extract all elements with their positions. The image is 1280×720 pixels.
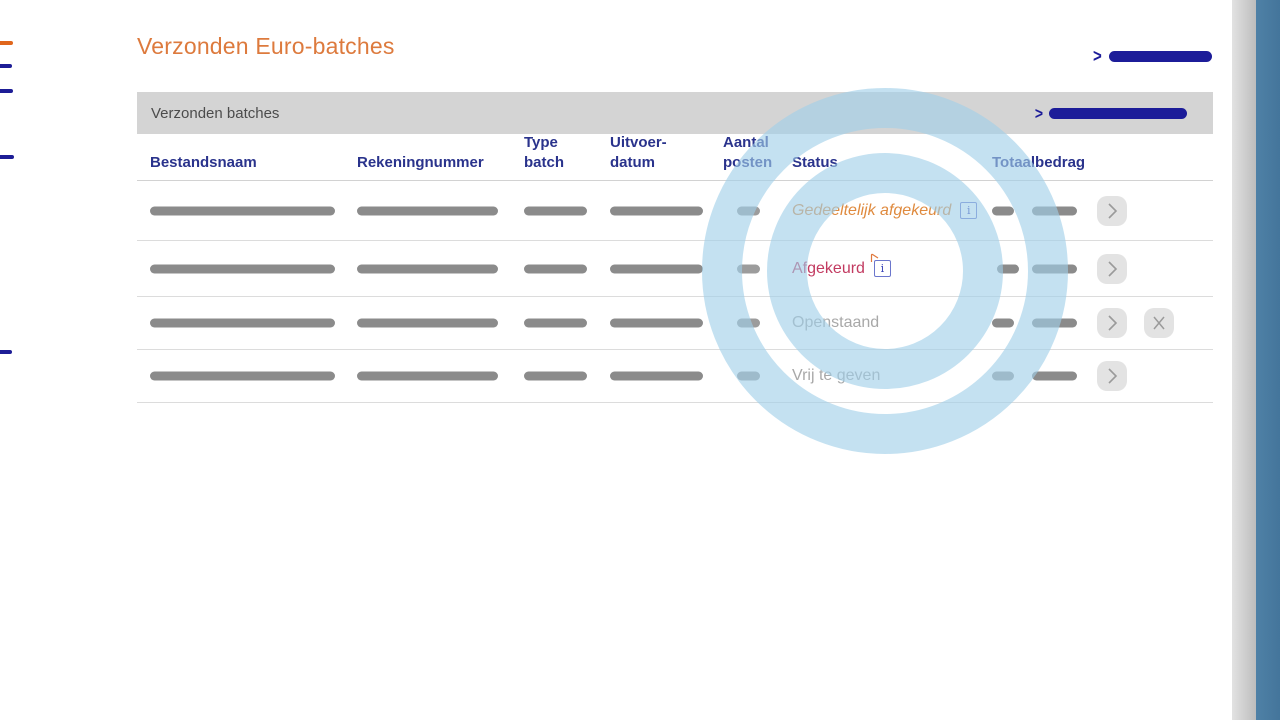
row-detail-button[interactable]	[1097, 253, 1127, 284]
totaalbedrag-placeholder	[997, 264, 1019, 273]
nav-item-bar[interactable]	[0, 155, 14, 159]
redacted-link-text	[1049, 107, 1187, 119]
chevron-right-icon: >	[1034, 103, 1043, 123]
table-row: Gedeeltelijk afgekeurd i	[137, 181, 1213, 241]
totaalbedrag-placeholder	[1032, 318, 1077, 328]
uitvoerdatum-placeholder	[610, 371, 703, 381]
row-cancel-button[interactable]	[1144, 308, 1174, 338]
rekeningnummer-placeholder	[357, 206, 498, 215]
nav-item-bar[interactable]	[0, 41, 13, 45]
totaalbedrag-placeholder	[992, 318, 1014, 328]
uitvoerdatum-placeholder	[610, 318, 703, 328]
aantal-posten-placeholder	[737, 206, 760, 215]
table-body: Gedeeltelijk afgekeurd i	[137, 181, 1213, 403]
info-icon[interactable]: i	[870, 253, 891, 277]
nav-item-bar[interactable]	[0, 350, 12, 354]
aantal-posten-placeholder	[737, 318, 760, 328]
status-text: Afgekeurd	[792, 259, 865, 277]
type-batch-placeholder	[524, 318, 587, 328]
page-edge-gray	[1232, 0, 1256, 720]
type-batch-placeholder	[524, 371, 587, 381]
page-edge-blue	[1256, 0, 1280, 720]
status-cell: Gedeeltelijk afgekeurd i	[792, 201, 978, 220]
redacted-link-text	[1108, 51, 1212, 62]
col-totaalbedrag: Totaalbedrag	[992, 153, 1086, 171]
bestandsnaam-placeholder	[150, 264, 335, 273]
row-detail-button[interactable]	[1097, 308, 1127, 338]
page-title: Verzonden Euro-batches	[137, 33, 395, 59]
rekeningnummer-placeholder	[357, 371, 498, 381]
col-status: Status	[792, 153, 838, 171]
table-row: Openstaand	[137, 297, 1213, 350]
status-text: Gedeeltelijk afgekeurd	[792, 201, 952, 219]
status-cell: Afgekeurd i	[792, 253, 891, 278]
nav-item-bar[interactable]	[0, 89, 13, 93]
status-text: Openstaand	[792, 314, 880, 331]
status-cell: Vrij te geven	[792, 367, 880, 385]
section-title: Verzonden batches	[151, 104, 280, 122]
chevron-right-icon	[1108, 202, 1118, 219]
chevron-right-icon: >	[1093, 45, 1102, 68]
type-batch-placeholder	[524, 264, 587, 273]
chevron-right-icon	[1108, 260, 1118, 277]
uitvoerdatum-placeholder	[610, 206, 703, 215]
aantal-posten-placeholder	[737, 371, 760, 381]
totaalbedrag-placeholder	[1032, 264, 1077, 273]
totaalbedrag-placeholder	[992, 371, 1014, 381]
bestandsnaam-placeholder	[150, 206, 335, 215]
bestandsnaam-placeholder	[150, 371, 335, 381]
chevron-right-icon	[1108, 315, 1118, 331]
x-icon	[1153, 316, 1165, 330]
totaalbedrag-placeholder	[1032, 206, 1077, 215]
aantal-posten-placeholder	[737, 264, 760, 273]
status-text: Vrij te geven	[792, 367, 881, 384]
col-bestandsnaam: Bestandsnaam	[150, 153, 257, 171]
totaalbedrag-placeholder	[1032, 371, 1077, 381]
totaalbedrag-placeholder	[992, 206, 1014, 215]
col-type-batch: Type batch	[524, 133, 565, 171]
alert-flag-icon	[870, 253, 879, 262]
status-cell: Openstaand	[792, 314, 879, 332]
table-row: Vrij te geven	[137, 350, 1213, 403]
rekeningnummer-placeholder	[357, 264, 498, 273]
section-link[interactable]: >	[1034, 103, 1187, 123]
col-uitvoerdatum: Uitvoer-datum	[610, 133, 667, 171]
row-detail-button[interactable]	[1097, 361, 1127, 391]
top-right-link[interactable]: >	[1093, 45, 1212, 68]
table-row: Afgekeurd i	[137, 241, 1213, 297]
table-header: Bestandsnaam Rekeningnummer Type batch U…	[137, 134, 1213, 181]
info-icon[interactable]: i	[960, 202, 978, 219]
col-rekeningnummer: Rekeningnummer	[357, 153, 484, 171]
chevron-right-icon	[1108, 368, 1118, 384]
type-batch-placeholder	[524, 206, 587, 215]
uitvoerdatum-placeholder	[610, 264, 703, 273]
bestandsnaam-placeholder	[150, 318, 335, 328]
row-detail-button[interactable]	[1097, 195, 1127, 226]
rekeningnummer-placeholder	[357, 318, 498, 328]
section-header-bar: Verzonden batches >	[137, 92, 1213, 134]
nav-item-bar[interactable]	[0, 64, 12, 68]
col-aantal-posten: Aantal posten	[723, 133, 773, 171]
